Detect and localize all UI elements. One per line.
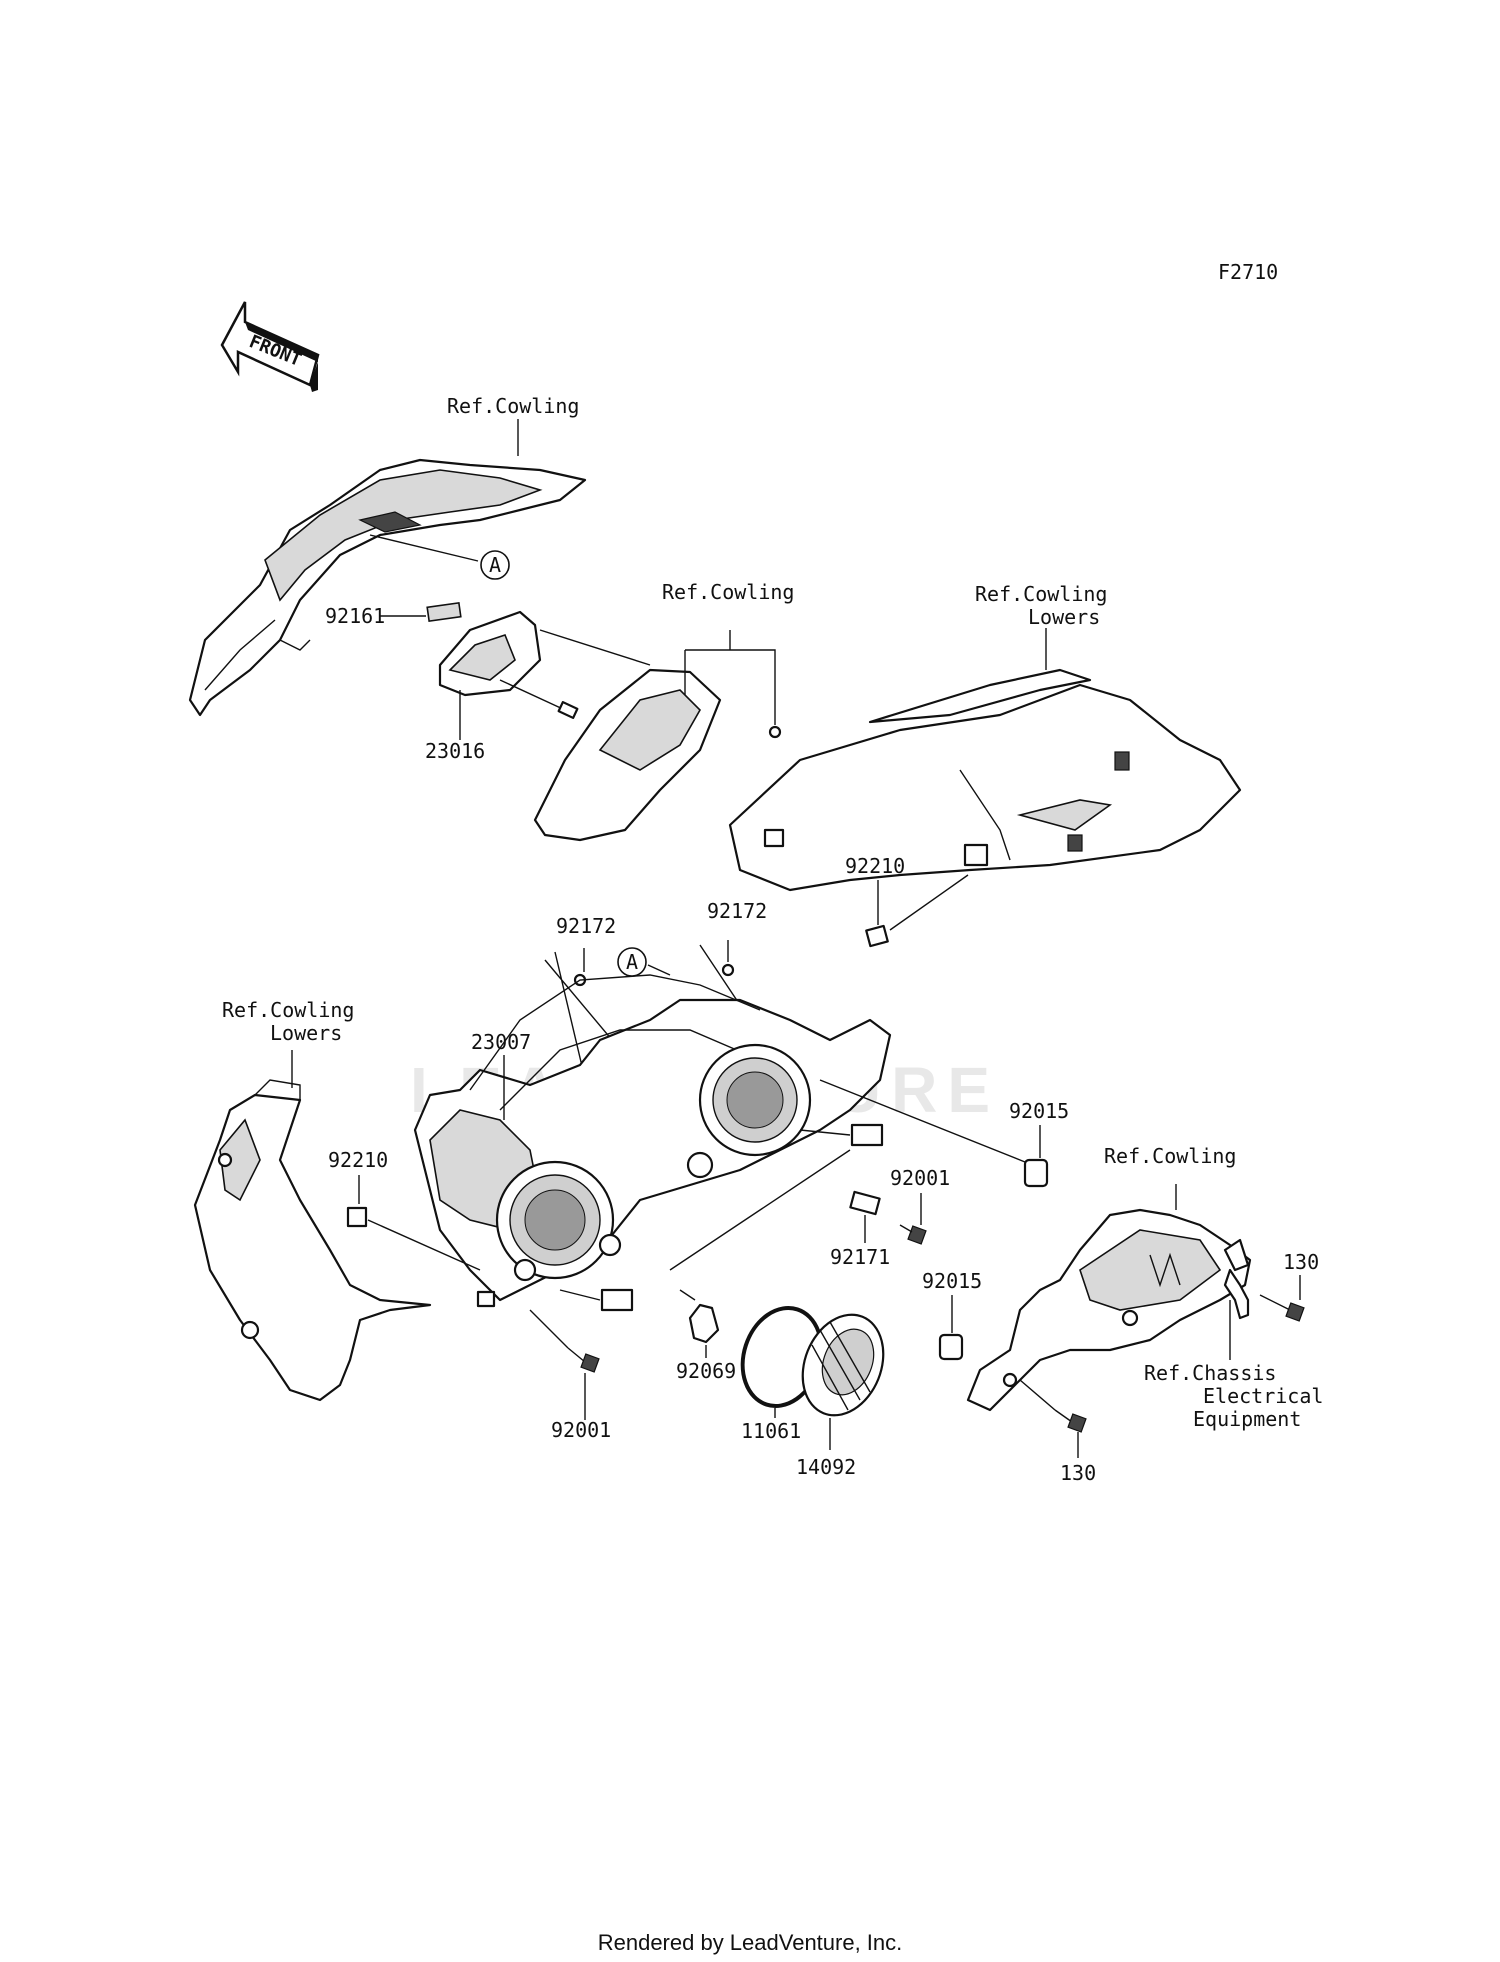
label-ref-cowling-lowers-1a: Ref.Cowling bbox=[975, 582, 1107, 606]
label-92171: 92171 bbox=[830, 1245, 890, 1269]
right-cowling-bracket bbox=[966, 1208, 1252, 1412]
reference-marker-a-center-text: A bbox=[626, 950, 638, 974]
side-cowling-lower-panel bbox=[728, 668, 1242, 892]
label-23016: 23016 bbox=[425, 739, 485, 763]
label-ref-cowling-3: Ref.Cowling bbox=[1104, 1144, 1236, 1168]
reference-marker-a-top-text: A bbox=[489, 553, 501, 577]
label-92210-left: 92210 bbox=[328, 1148, 388, 1172]
label-92172-right: 92172 bbox=[707, 899, 767, 923]
part-92069-bulb bbox=[679, 1289, 720, 1344]
label-92001-right: 92001 bbox=[890, 1166, 950, 1190]
chassis-bracket-part bbox=[1223, 1268, 1250, 1320]
part-92001-bottom-bolt bbox=[567, 1347, 600, 1373]
label-ref-chassis-a: Ref.Chassis bbox=[1144, 1361, 1276, 1385]
label-23007: 23007 bbox=[471, 1030, 531, 1054]
inner-cowling-panel bbox=[533, 668, 722, 842]
label-92015-top: 92015 bbox=[1009, 1099, 1069, 1123]
label-ref-chassis-b: Electrical bbox=[1203, 1384, 1323, 1408]
label-ref-cowling-2: Ref.Cowling bbox=[662, 580, 794, 604]
label-92069: 92069 bbox=[676, 1359, 736, 1383]
label-ref-cowling-lowers-2a: Ref.Cowling bbox=[222, 998, 354, 1022]
label-130-right: 130 bbox=[1283, 1250, 1319, 1274]
label-ref-chassis-c: Equipment bbox=[1193, 1407, 1301, 1431]
part-92001-right-bolt bbox=[899, 1224, 927, 1245]
label-130-bottom: 130 bbox=[1060, 1461, 1096, 1485]
part-92161-pad bbox=[426, 601, 462, 623]
part-92172-right-screw bbox=[721, 963, 735, 977]
label-92172-left: 92172 bbox=[556, 914, 616, 938]
label-11061: 11061 bbox=[741, 1419, 801, 1443]
left-cowling-lower-panel bbox=[193, 1079, 432, 1402]
label-14092: 14092 bbox=[796, 1455, 856, 1479]
label-92001-bottom: 92001 bbox=[551, 1418, 611, 1442]
footer-credit: Rendered by LeadVenture, Inc. bbox=[598, 1930, 903, 1955]
part-92210-top-clip bbox=[865, 924, 889, 948]
diagram-code: F2710 bbox=[1218, 260, 1278, 284]
upper-cowling-part bbox=[188, 458, 587, 717]
part-92210-left-clip bbox=[346, 1206, 368, 1228]
front-arrow-icon: FRONT bbox=[220, 301, 320, 392]
reference-marker-a-top bbox=[480, 550, 510, 580]
part-23016-lamp bbox=[438, 610, 579, 720]
label-ref-cowling-1: Ref.Cowling bbox=[447, 394, 579, 418]
label-92161: 92161 bbox=[325, 604, 385, 628]
label-92210-top: 92210 bbox=[845, 854, 905, 878]
screw-icon bbox=[768, 725, 782, 739]
part-92171-clip bbox=[849, 1190, 881, 1216]
label-ref-cowling-lowers-2b: Lowers bbox=[270, 1021, 342, 1045]
part-130-right-bolt bbox=[1259, 1294, 1305, 1322]
label-ref-cowling-lowers-1b: Lowers bbox=[1028, 605, 1100, 629]
part-14092-cap bbox=[801, 1313, 885, 1417]
label-92015-lower: 92015 bbox=[922, 1269, 982, 1293]
part-130-bottom-bolt bbox=[1054, 1409, 1087, 1433]
part-23007-headlight-assembly bbox=[413, 974, 892, 1312]
part-92015-lower-grommet bbox=[938, 1333, 964, 1361]
part-92015-top-grommet bbox=[1023, 1158, 1049, 1188]
